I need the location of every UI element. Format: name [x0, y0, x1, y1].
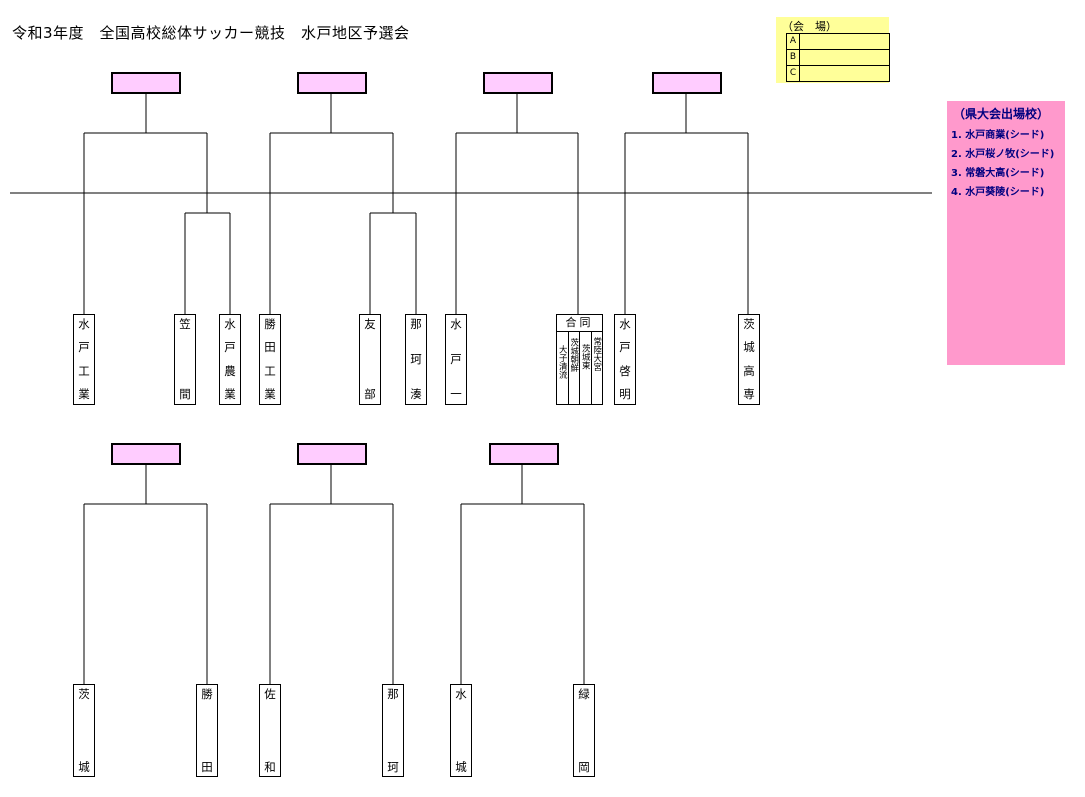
- school-char: 部: [364, 387, 376, 401]
- advancing-item: 3. 常磐大高(シード): [951, 168, 1045, 179]
- school-char: 勝: [201, 687, 213, 701]
- school-tomobe: 友 部: [359, 314, 381, 405]
- match-result-box: [652, 72, 722, 94]
- school-mito-kogyo: 水 戸 工 業: [73, 314, 95, 405]
- advancing-heading: （県大会出場校）: [953, 107, 1050, 121]
- school-char: 友: [364, 317, 376, 331]
- school-char: 工: [264, 364, 276, 378]
- joint-member: 茨城東: [580, 344, 591, 370]
- school-char: 城: [455, 760, 467, 774]
- venue-letter: B: [787, 50, 800, 65]
- school-char: 工: [78, 364, 90, 378]
- school-mito-nogyo: 水 戸 農 業: [219, 314, 241, 405]
- school-char: 湊: [410, 387, 422, 401]
- joint-member: 大子清流: [557, 345, 568, 379]
- school-char: 明: [619, 387, 631, 401]
- school-char: 水: [78, 317, 90, 331]
- joint-team-label: 合同: [557, 315, 602, 332]
- match-result-box: [489, 443, 559, 465]
- match-result-box: [297, 443, 367, 465]
- school-char: 水: [450, 317, 462, 331]
- school-ibaraki-kosen: 茨 城 高 専: [738, 314, 760, 405]
- venue-rows: A B C: [786, 33, 890, 82]
- school-char: 岡: [578, 760, 590, 774]
- school-char: 城: [743, 340, 755, 354]
- school-joint-team: 合同 大子清流 茨城朝鮮 茨城東 常陸大宮: [556, 314, 603, 405]
- school-char: 戸: [78, 340, 90, 354]
- school-char: 業: [264, 387, 276, 401]
- school-char: 田: [201, 760, 213, 774]
- school-katsuta: 勝 田: [196, 684, 218, 777]
- advancing-item: 2. 水戸桜ノ牧(シード): [951, 149, 1055, 160]
- school-mito-keimei: 水 戸 啓 明: [614, 314, 636, 405]
- school-char: 勝: [264, 317, 276, 331]
- venue-letter: A: [787, 34, 800, 49]
- school-char: 水: [224, 317, 236, 331]
- school-char: 茨: [743, 317, 755, 331]
- school-char: 啓: [619, 364, 631, 378]
- venue-row: A: [787, 34, 889, 50]
- school-char: 那: [387, 687, 399, 701]
- advancing-schools-panel: （県大会出場校） 1. 水戸商業(シード) 2. 水戸桜ノ牧(シード) 3. 常…: [947, 101, 1065, 365]
- school-char: 城: [78, 760, 90, 774]
- venue-row: B: [787, 50, 889, 66]
- match-result-box: [483, 72, 553, 94]
- school-nakaminato: 那 珂 湊: [405, 314, 427, 405]
- venue-table: （会 場） A B C: [776, 17, 890, 83]
- page-title: 令和3年度 全国高校総体サッカー競技 水戸地区予選会: [12, 24, 410, 42]
- advancing-item: 1. 水戸商業(シード): [951, 130, 1045, 141]
- school-katsuta-kogyo: 勝 田 工 業: [259, 314, 281, 405]
- school-char: 一: [450, 387, 462, 401]
- advancing-item: 4. 水戸葵陵(シード): [951, 187, 1045, 198]
- school-char: 間: [179, 387, 191, 401]
- school-char: 業: [224, 387, 236, 401]
- school-ibaraki: 茨 城: [73, 684, 95, 777]
- venue-letter: C: [787, 66, 800, 81]
- joint-member: 茨城朝鮮: [568, 338, 579, 372]
- school-sawa: 佐 和: [259, 684, 281, 777]
- school-char: 高: [743, 364, 755, 378]
- school-char: 佐: [264, 687, 276, 701]
- school-char: 笠: [179, 317, 191, 331]
- school-midorioka: 緑 岡: [573, 684, 595, 777]
- venue-heading: （会 場）: [782, 20, 837, 33]
- school-char: 田: [264, 340, 276, 354]
- school-char: 専: [743, 387, 755, 401]
- school-naka: 那 珂: [382, 684, 404, 777]
- school-suijo: 水 城: [450, 684, 472, 777]
- school-char: 業: [78, 387, 90, 401]
- school-char: 農: [224, 364, 236, 378]
- match-result-box: [297, 72, 367, 94]
- match-result-box: [111, 72, 181, 94]
- school-mito-ichi: 水 戸 一: [445, 314, 467, 405]
- school-char: 戸: [224, 340, 236, 354]
- school-char: 水: [619, 317, 631, 331]
- school-char: 戸: [619, 340, 631, 354]
- school-char: 和: [264, 760, 276, 774]
- school-char: 珂: [387, 760, 399, 774]
- venue-row: C: [787, 66, 889, 82]
- school-kasama: 笠 間: [174, 314, 196, 405]
- school-char: 珂: [410, 352, 422, 366]
- school-char: 那: [410, 317, 422, 331]
- match-result-box: [111, 443, 181, 465]
- joint-team-members: 大子清流 茨城朝鮮 茨城東 常陸大宮: [557, 332, 602, 405]
- school-char: 戸: [450, 352, 462, 366]
- joint-member: 常陸大宮: [591, 337, 602, 371]
- school-char: 水: [455, 687, 467, 701]
- school-char: 緑: [578, 687, 590, 701]
- school-char: 茨: [78, 687, 90, 701]
